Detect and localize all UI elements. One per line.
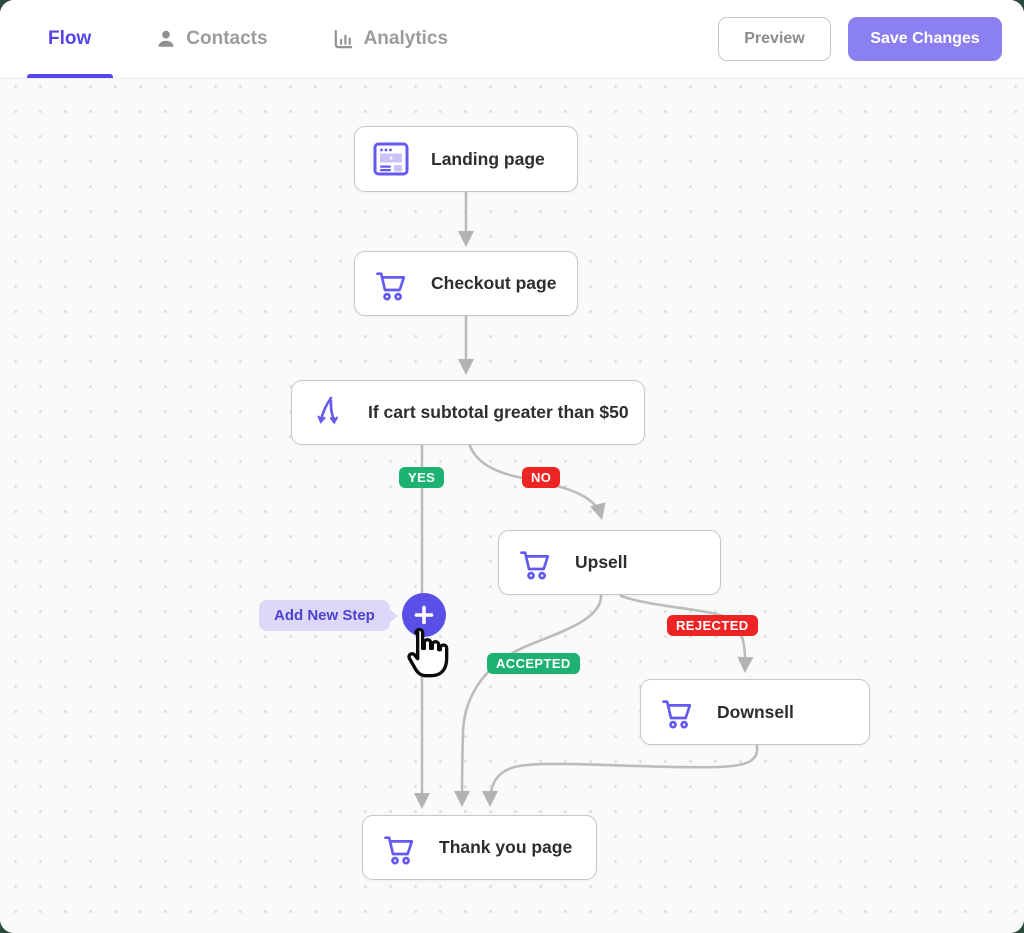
plus-icon xyxy=(414,605,434,625)
node-label: Downsell xyxy=(717,701,794,722)
tab-bar: Flow Contacts xyxy=(0,0,448,78)
tab-flow-label: Flow xyxy=(48,28,92,49)
tab-contacts[interactable]: Contacts xyxy=(155,0,268,78)
hand-cursor-icon xyxy=(399,627,449,688)
node-checkout-page[interactable]: Checkout page xyxy=(354,251,578,316)
node-label: Checkout page xyxy=(431,273,557,293)
page-icon xyxy=(371,140,411,178)
branch-icon xyxy=(308,393,348,433)
tab-analytics-label: Analytics xyxy=(363,28,449,49)
cart-icon xyxy=(379,829,419,867)
flow-canvas[interactable]: Landing page Checkout page xyxy=(0,79,1024,933)
cart-icon xyxy=(371,265,411,303)
edge-label-rejected: REJECTED xyxy=(667,615,758,636)
node-downsell[interactable]: Downsell xyxy=(640,679,870,745)
tooltip-pointer xyxy=(388,609,398,623)
edge-label-accepted: ACCEPTED xyxy=(487,653,580,674)
edge-label-yes: YES xyxy=(399,467,445,488)
flow-connectors xyxy=(413,191,759,810)
add-step-button[interactable] xyxy=(402,593,446,637)
node-label: If cart subtotal greater than $50 xyxy=(368,402,629,422)
preview-button[interactable]: Preview xyxy=(718,17,831,61)
header-actions: Preview Save Changes xyxy=(718,17,1002,61)
edge-rejected-downsell xyxy=(619,594,754,674)
tab-contacts-label: Contacts xyxy=(186,28,268,49)
tab-analytics[interactable]: Analytics xyxy=(332,0,448,78)
node-upsell[interactable]: Upsell xyxy=(498,530,721,595)
active-tab-underline xyxy=(27,74,113,78)
person-icon xyxy=(155,28,177,50)
edge-downsell-thankyou xyxy=(481,744,759,808)
bar-chart-icon xyxy=(332,28,355,51)
save-changes-button[interactable]: Save Changes xyxy=(848,17,1002,61)
edge-label-no: NO xyxy=(522,467,561,488)
add-step-tooltip: Add New Step xyxy=(259,600,398,631)
edge-accepted-thankyou xyxy=(453,594,603,808)
node-label: Landing page xyxy=(431,148,545,169)
cart-icon xyxy=(657,693,697,731)
add-step-tooltip-label: Add New Step xyxy=(274,607,375,624)
node-thank-you-page[interactable]: Thank you page xyxy=(362,815,597,880)
node-label: Thank you page xyxy=(439,837,573,857)
node-label: Upsell xyxy=(575,552,628,572)
cart-icon xyxy=(515,544,555,582)
tab-flow[interactable]: Flow xyxy=(27,0,113,78)
node-landing-page[interactable]: Landing page xyxy=(354,126,578,192)
node-condition[interactable]: If cart subtotal greater than $50 xyxy=(291,380,645,445)
top-bar: Flow Contacts xyxy=(0,0,1024,79)
